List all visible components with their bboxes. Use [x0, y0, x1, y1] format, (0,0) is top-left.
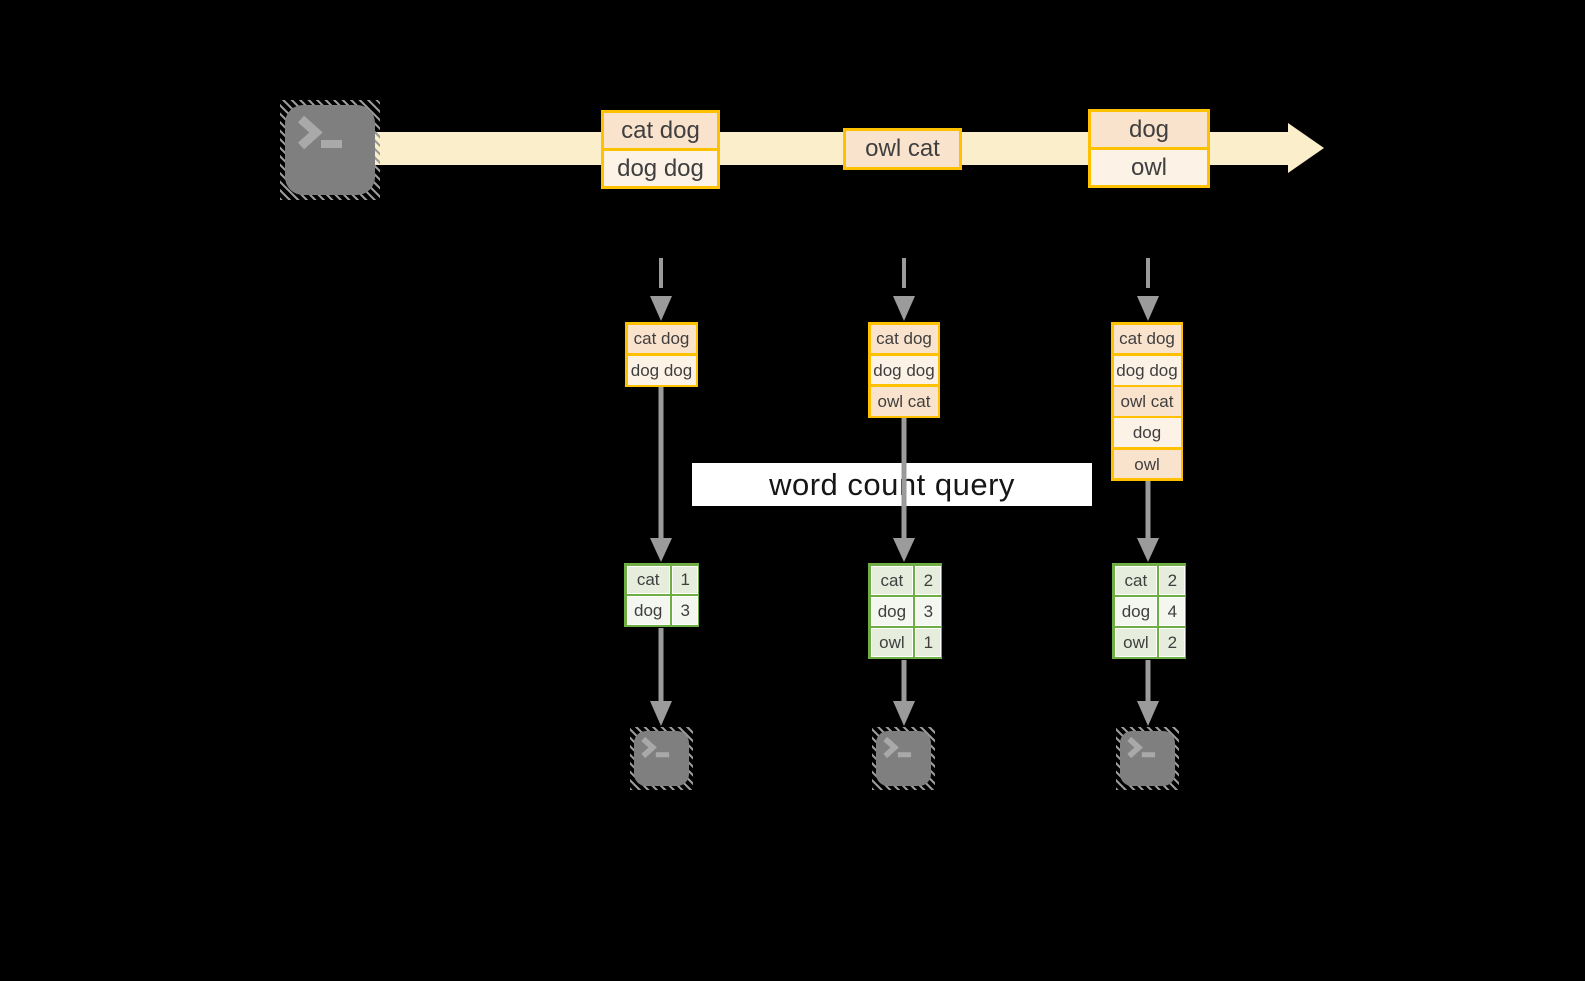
- prompt-glyph-icon: [641, 736, 670, 759]
- input-stack-2: cat dog dog dog owl cat: [868, 322, 940, 418]
- source-terminal-icon: [280, 100, 380, 200]
- output-terminal-icon-1: [630, 727, 693, 790]
- stream-record: owl cat: [846, 131, 959, 167]
- down-arrowhead-icon: [650, 538, 672, 562]
- count-value-cell: 2: [1159, 565, 1186, 595]
- count-value-cell: 1: [671, 565, 699, 594]
- stream-record: dog: [1091, 112, 1207, 147]
- prompt-glyph-icon: [1127, 736, 1156, 759]
- terminal-body: [285, 105, 375, 195]
- stack-row: cat dog: [1113, 324, 1181, 354]
- count-word-cell: cat: [626, 565, 670, 594]
- stream-record-batch-1: cat dog dog dog: [601, 110, 720, 189]
- output-terminal-icon-3: [1116, 727, 1179, 790]
- stack-row: owl: [1113, 449, 1181, 479]
- stack-row: owl cat: [1113, 387, 1181, 416]
- count-word-cell: cat: [1114, 565, 1158, 595]
- down-arrowhead-icon: [1137, 538, 1159, 562]
- count-value-cell: 3: [671, 596, 699, 625]
- stream-record: owl: [1091, 150, 1207, 185]
- stack-row: dog dog: [627, 355, 696, 385]
- stack-row: owl cat: [870, 386, 938, 416]
- count-value-cell: 4: [1159, 596, 1186, 626]
- count-value-cell: 3: [915, 596, 942, 626]
- input-stack-3: cat dog dog dog owl cat dog owl: [1111, 322, 1183, 481]
- stream-record-batch-3: dog owl: [1088, 109, 1210, 188]
- down-arrowhead-icon: [893, 701, 915, 726]
- count-word-cell: dog: [870, 596, 914, 626]
- input-stack-1: cat dog dog dog: [625, 322, 698, 387]
- stream-record: cat dog: [604, 113, 717, 148]
- count-table-2: cat 2 dog 3 owl 1: [868, 563, 942, 659]
- count-word-cell: owl: [870, 627, 914, 657]
- down-arrowhead-icon: [650, 296, 672, 321]
- stream-record-batch-2: owl cat: [843, 128, 962, 170]
- stream-arrowhead-icon: [1288, 123, 1324, 173]
- down-arrowhead-icon: [893, 538, 915, 562]
- count-word-cell: dog: [626, 596, 670, 625]
- count-word-cell: cat: [870, 565, 914, 595]
- stack-row: dog dog: [870, 355, 938, 385]
- stack-row: dog dog: [1113, 355, 1181, 385]
- output-terminal-icon-2: [872, 727, 935, 790]
- count-word-cell: owl: [1114, 627, 1158, 657]
- down-arrowhead-icon: [650, 701, 672, 726]
- count-value-cell: 2: [915, 565, 942, 595]
- count-word-cell: dog: [1114, 596, 1158, 626]
- query-banner: word count query: [692, 463, 1092, 506]
- stack-row: dog: [1113, 418, 1181, 448]
- down-arrowhead-icon: [893, 296, 915, 321]
- count-value-cell: 1: [915, 627, 942, 657]
- down-arrowhead-icon: [1137, 296, 1159, 321]
- down-arrowhead-icon: [1137, 701, 1159, 726]
- stack-row: cat dog: [627, 324, 696, 354]
- stream-record: dog dog: [604, 151, 717, 186]
- count-value-cell: 2: [1159, 627, 1186, 657]
- count-table-1: cat 1 dog 3: [624, 563, 699, 627]
- count-table-3: cat 2 dog 4 owl 2: [1112, 563, 1186, 659]
- stack-row: cat dog: [870, 324, 938, 354]
- prompt-glyph-icon: [883, 736, 912, 759]
- prompt-glyph-icon: [297, 115, 342, 150]
